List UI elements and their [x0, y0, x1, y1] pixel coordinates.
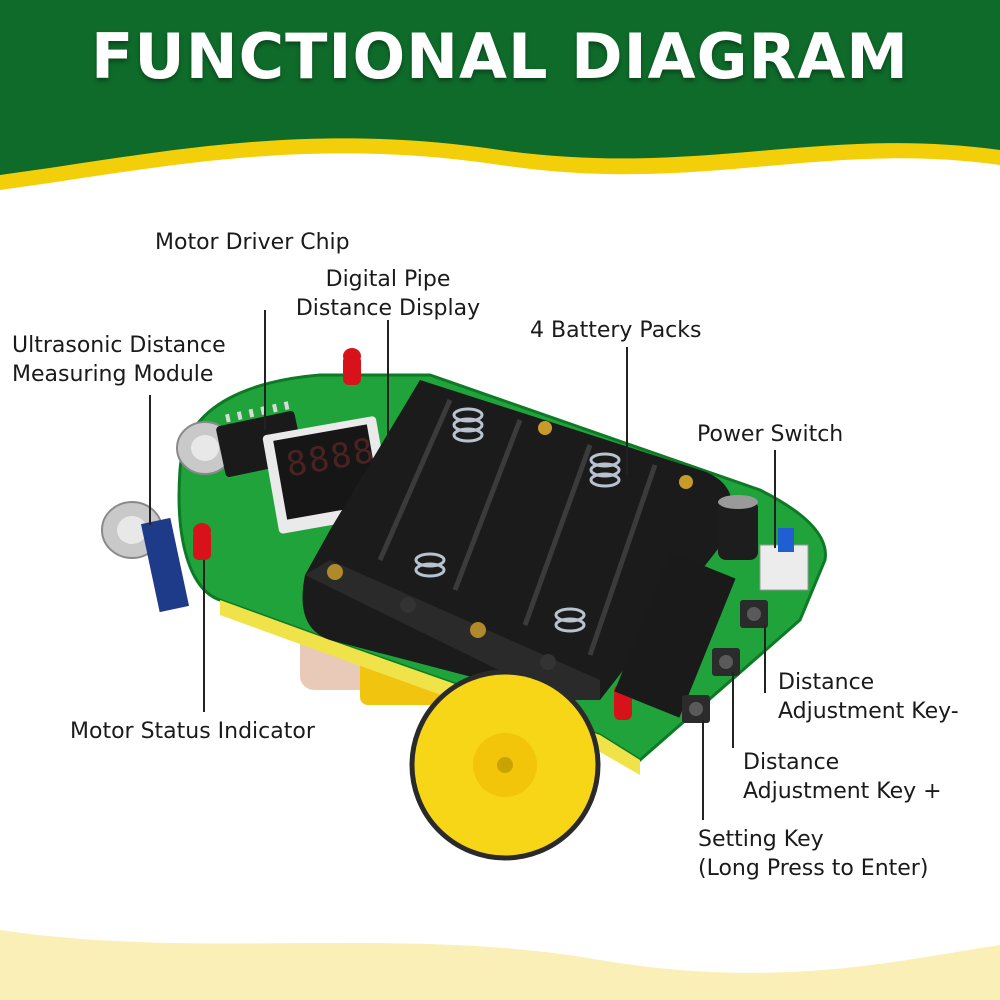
label-motor-status: Motor Status Indicator — [70, 717, 315, 746]
label-text: Adjustment Key- — [778, 699, 959, 724]
label-text: Ultrasonic Distance — [12, 333, 226, 358]
led-left — [193, 523, 211, 560]
label-distance-key-minus: Distance Adjustment Key- — [778, 668, 959, 726]
label-text: Motor Driver Chip — [155, 230, 350, 255]
label-text: Distance Display — [295, 296, 481, 321]
header-banner-green — [0, 0, 1000, 175]
power-switch-body — [759, 544, 809, 591]
controller-ic — [614, 552, 736, 718]
label-motor-driver-chip: Motor Driver Chip — [155, 228, 350, 257]
label-text: Power Switch — [697, 422, 844, 447]
capacitor — [718, 500, 758, 560]
label-ultrasonic-module: Ultrasonic Distance Measuring Module — [12, 331, 226, 389]
page-title: FUNCTIONAL DIAGRAM — [91, 20, 909, 93]
label-text: Digital Pipe — [325, 267, 451, 292]
label-power-switch: Power Switch — [697, 420, 843, 449]
label-digital-pipe: Digital Pipe Distance Display — [282, 265, 494, 323]
led-top — [343, 348, 361, 385]
label-text: 4 Battery Packs — [530, 318, 702, 343]
label-text: Adjustment Key + — [743, 779, 942, 804]
label-setting-key: Setting Key (Long Press to Enter) — [698, 825, 928, 883]
label-text: Setting Key — [698, 827, 824, 852]
label-text: Measuring Module — [12, 362, 214, 387]
bottom-swoosh — [0, 930, 1000, 1000]
label-text: Distance — [778, 670, 875, 695]
label-text: Motor Status Indicator — [70, 719, 315, 744]
label-text: (Long Press to Enter) — [698, 856, 929, 881]
label-text: Distance — [743, 750, 840, 775]
label-battery-packs: 4 Battery Packs — [530, 316, 701, 345]
label-distance-key-plus: Distance Adjustment Key + — [743, 748, 942, 806]
